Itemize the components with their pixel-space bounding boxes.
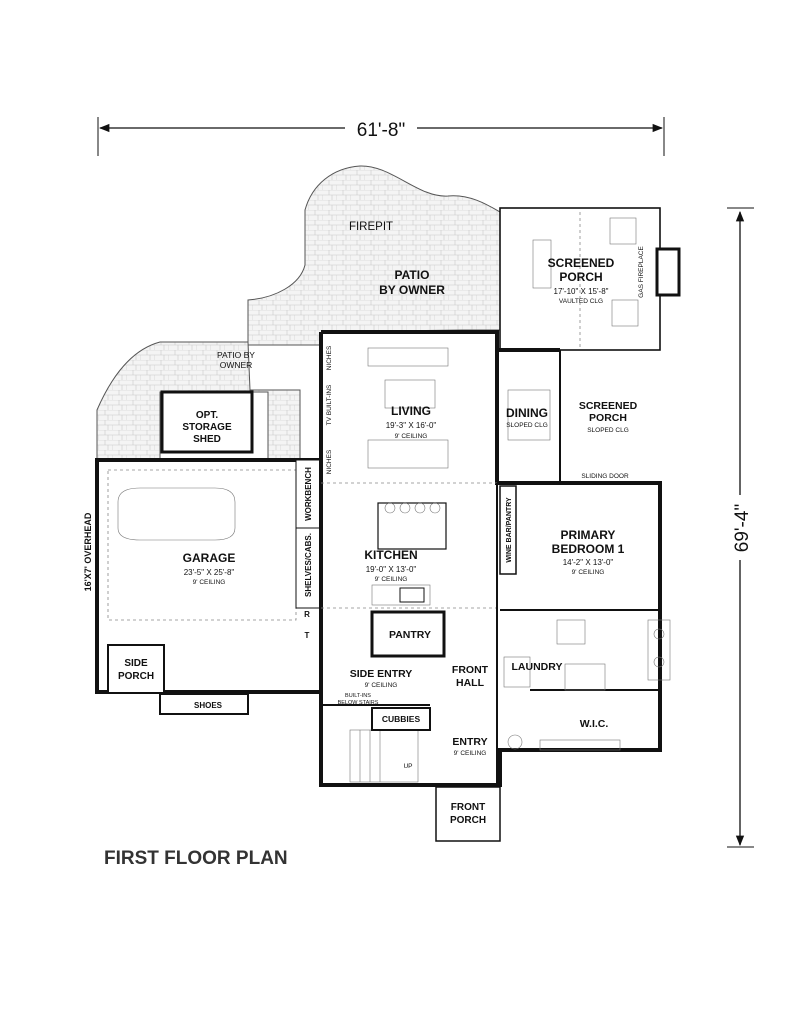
builtins-label-1: BUILT-INS xyxy=(345,693,371,699)
builtins-label-2: BELOW STAIRS xyxy=(338,700,379,706)
garage-dim: 23'-5" X 25'-8" xyxy=(184,568,235,577)
overall-depth: 69'-4" xyxy=(732,504,753,552)
tv-builtins-label: TV BUILT-INS xyxy=(326,384,333,425)
firepit-label: FIREPIT xyxy=(349,221,393,233)
storage-label-2: STORAGE xyxy=(182,422,232,433)
screened-porch-label-2: PORCH xyxy=(559,270,602,284)
storage-label-1: OPT. xyxy=(196,410,218,421)
gas-fireplace-label: GAS FIREPLACE xyxy=(638,246,645,298)
front-porch xyxy=(435,786,501,842)
storage-label-3: SHED xyxy=(193,434,221,445)
screened-porch-b-label-2: PORCH xyxy=(589,412,627,424)
width-dimension-line xyxy=(97,114,665,156)
garage-label: GARAGE xyxy=(183,551,236,565)
front-hall-label-2: HALL xyxy=(456,677,485,689)
side-porch xyxy=(107,644,165,694)
side-entry-clg: 9' CEILING xyxy=(365,682,398,689)
living-dim: 19'-3" X 16'-0" xyxy=(386,421,437,430)
side-porch-label-1: SIDE xyxy=(124,658,148,669)
shoes-label: SHOES xyxy=(194,701,223,710)
sliding-door-label: SLIDING DOOR xyxy=(581,473,629,480)
side-porch-label-2: PORCH xyxy=(118,671,154,682)
shelves-label: SHELVES/CABS. xyxy=(304,533,313,597)
entry-clg: 9' CEILING xyxy=(454,750,487,757)
kitchen-clg: 9' CEILING xyxy=(375,576,408,583)
laundry-label: LAUNDRY xyxy=(512,661,563,673)
side-entry-label: SIDE ENTRY xyxy=(350,668,413,680)
wine-bar-label: WINE BAR/PANTRY xyxy=(506,497,513,563)
overall-width: 61'-8" xyxy=(357,120,405,141)
pantry-walls xyxy=(370,610,446,658)
front-porch-label-1: FRONT xyxy=(451,802,485,813)
cubbies-label: CUBBIES xyxy=(382,714,421,724)
plan-title: FIRST FLOOR PLAN xyxy=(104,848,288,869)
gas-fireplace xyxy=(655,247,681,297)
r-mark: R xyxy=(304,610,310,619)
kitchen-dim: 19'-0" X 13'-0" xyxy=(366,565,417,574)
kitchen-label: KITCHEN xyxy=(364,548,417,562)
primary-label-2: BEDROOM 1 xyxy=(552,542,625,556)
primary-label-1: PRIMARY xyxy=(561,528,616,542)
screened-porch-clg: VAULTED CLG xyxy=(559,298,603,305)
t-mark: T xyxy=(305,631,310,640)
patio-label: PATIO xyxy=(395,268,430,282)
primary-dim: 14'-2" X 13'-0" xyxy=(563,558,614,567)
niches-bottom-label: NICHES xyxy=(326,449,333,474)
garage-door-label: 16'X7' OVERHEAD xyxy=(83,512,93,591)
entry-label: ENTRY xyxy=(452,736,487,748)
patio-upper xyxy=(247,165,501,346)
up-label: UP xyxy=(403,763,412,770)
living-label: LIVING xyxy=(391,404,431,418)
niches-top-label: NICHES xyxy=(326,345,333,370)
wic-label: W.I.C. xyxy=(580,718,609,730)
car-outline xyxy=(117,487,236,541)
workbench-label: WORKBENCH xyxy=(304,467,313,521)
screened-porch-b-label-1: SCREENED xyxy=(579,400,638,412)
garage-clg: 9' CEILING xyxy=(193,579,226,586)
patio-left xyxy=(96,341,301,461)
screened-porch-label-1: SCREENED xyxy=(548,256,615,270)
primary-clg: 9' CEILING xyxy=(572,569,605,576)
front-hall-label-1: FRONT xyxy=(452,664,489,676)
screened-porch-b-clg: SLOPED CLG xyxy=(587,427,629,434)
patio-left-label-2: OWNER xyxy=(220,360,253,370)
screened-porch-dim: 17'-10" X 15'-8" xyxy=(554,287,609,296)
kitchen-island xyxy=(377,502,447,550)
patio-left-label-1: PATIO BY xyxy=(217,350,255,360)
storage-shed xyxy=(160,390,254,454)
dining-label: DINING xyxy=(506,406,548,420)
living-clg: 9' CEILING xyxy=(395,433,428,440)
labels: FIREPIT PATIO BY OWNER PATIO BY OWNER SC… xyxy=(83,221,645,826)
pantry-label: PANTRY xyxy=(389,629,431,641)
depth-dimension-line xyxy=(727,207,754,848)
patio-by-owner-label: BY OWNER xyxy=(379,283,445,297)
dining-clg: SLOPED CLG xyxy=(506,422,548,429)
front-porch-label-2: PORCH xyxy=(450,815,486,826)
